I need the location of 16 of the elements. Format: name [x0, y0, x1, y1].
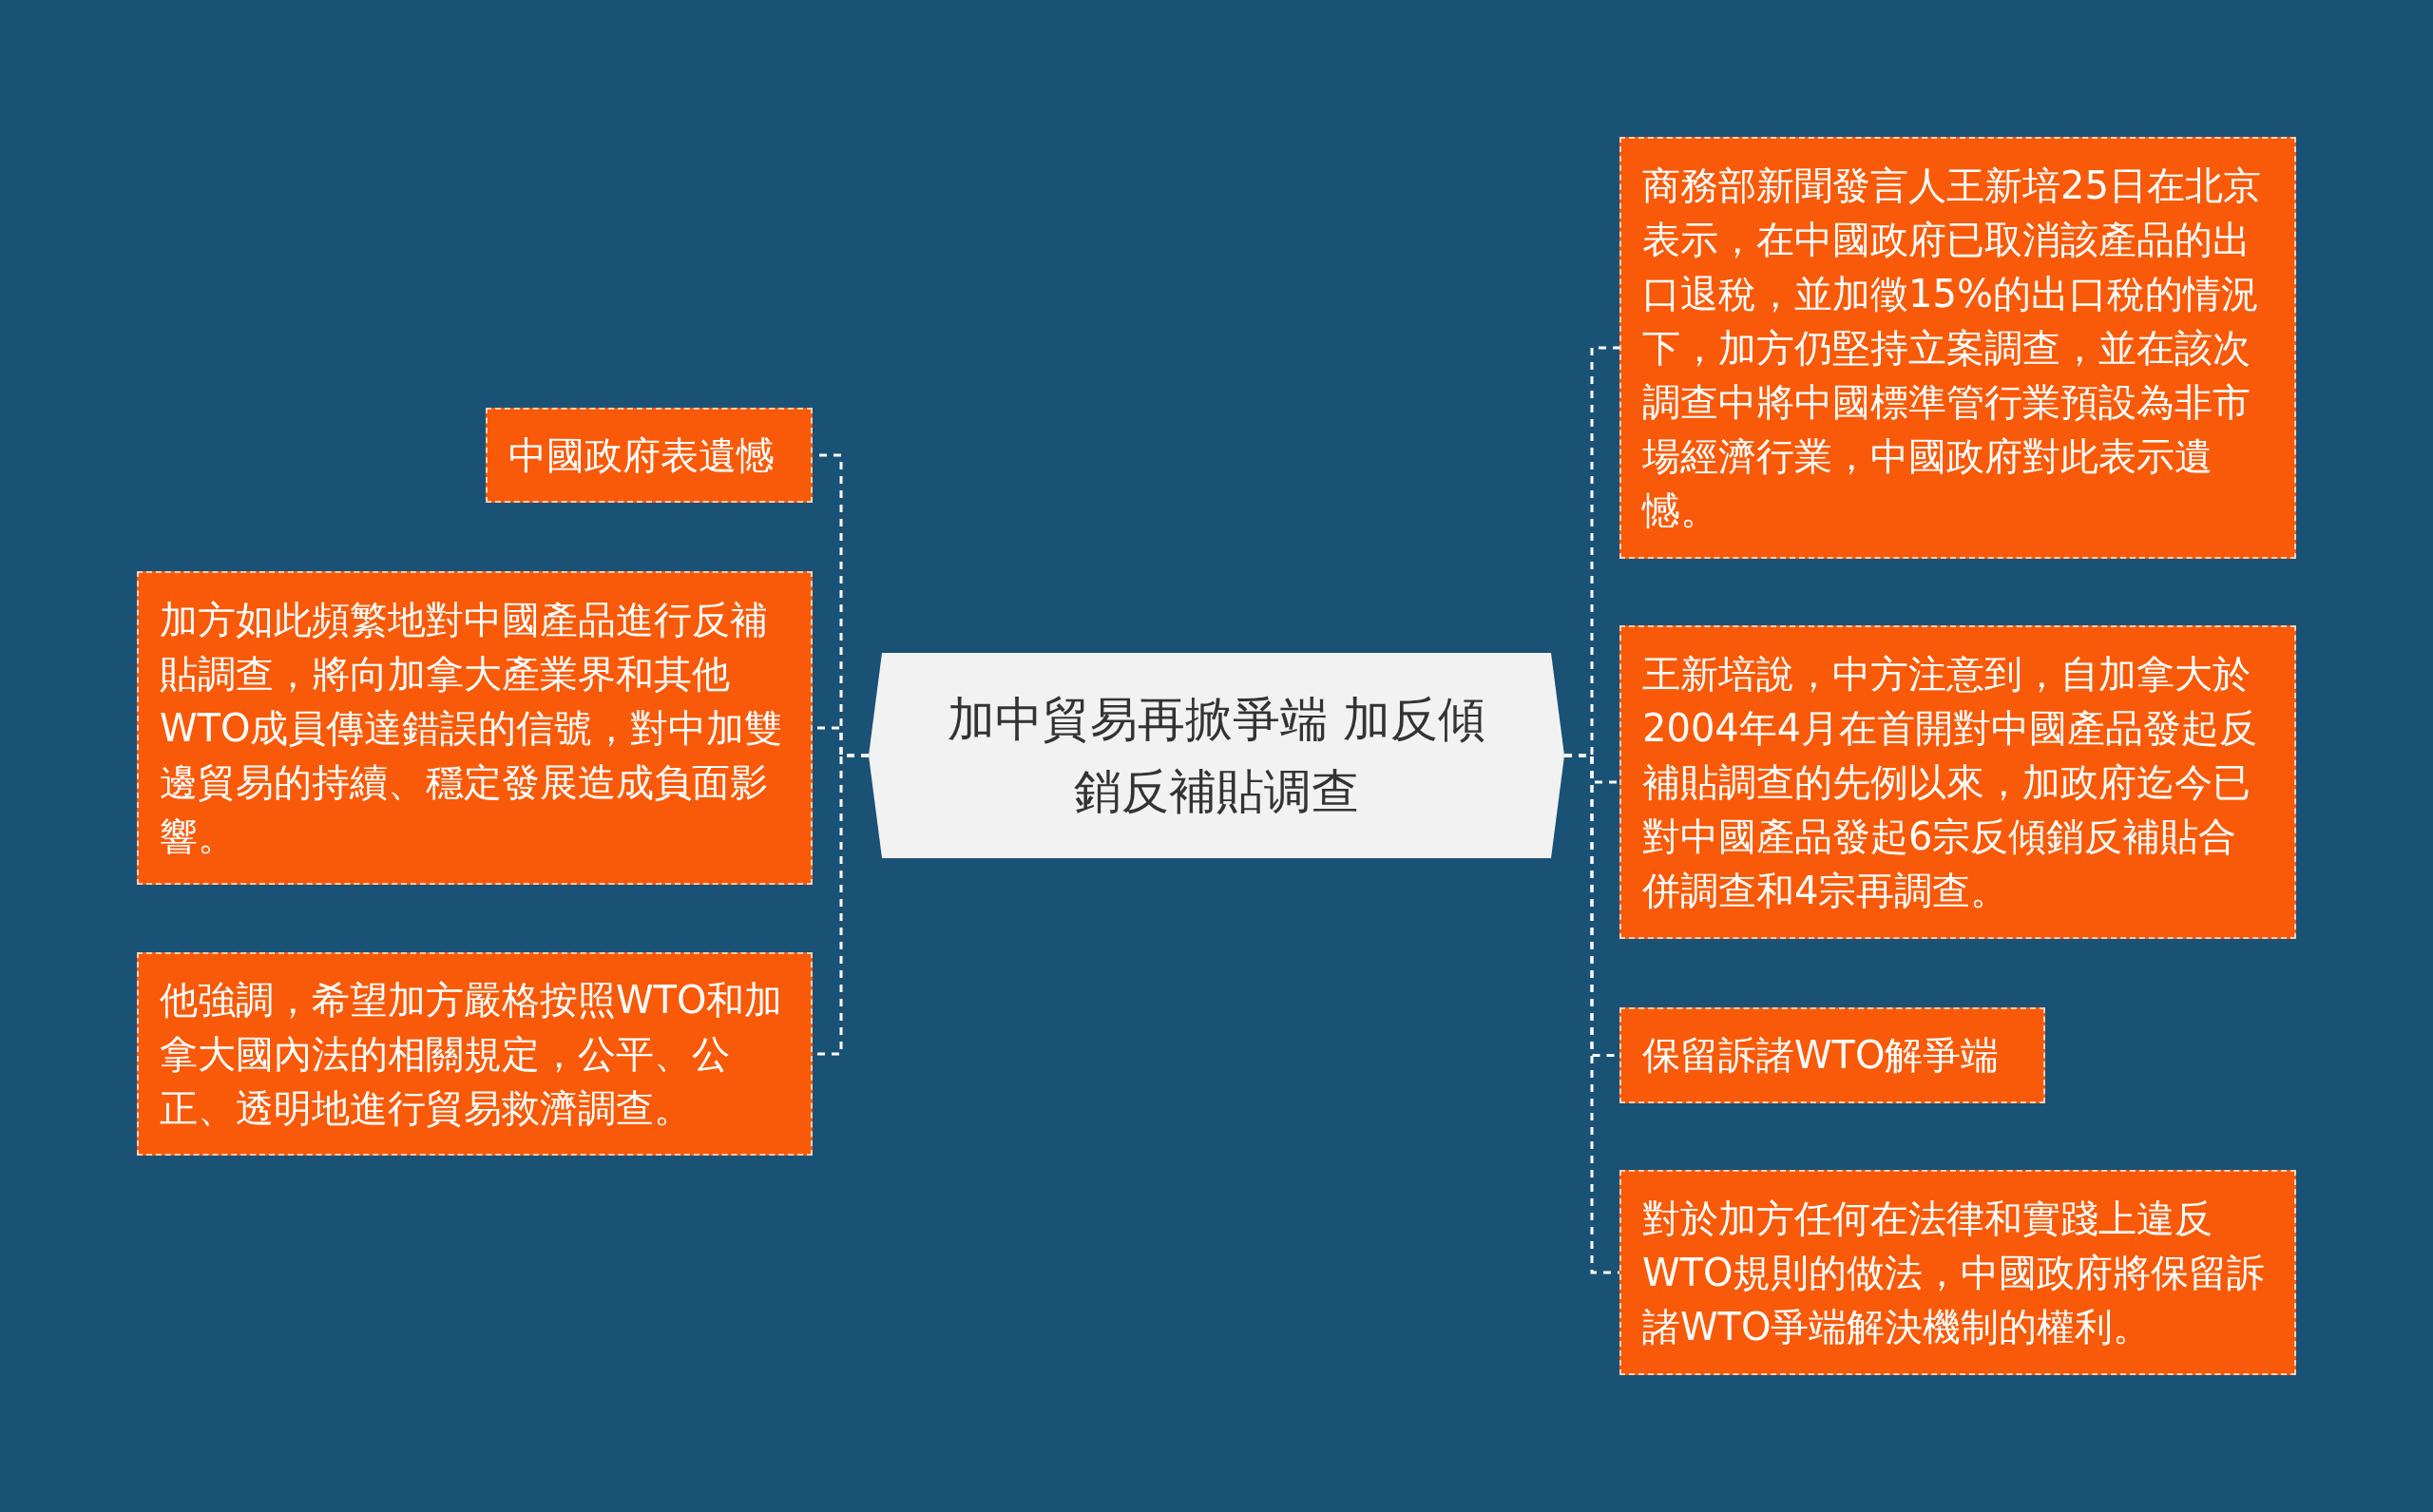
topic-box — [1619, 137, 2296, 559]
topic-box — [137, 952, 813, 1156]
node-text: 商務部新聞發言人王新培25日在北京表示，在中國政府已取消該產品的出口退稅，並加徵15%的出口稅的情況下，加方仍堅持立案調查，並在該次調查中將中國標準管行業預設為非市場經濟行業，中國政府對此表示遺憾。 — [1642, 162, 2262, 534]
connector-line — [1564, 754, 1619, 1274]
node-text: 加中貿易再掀爭端 加反傾銷反補貼调查 — [947, 691, 1486, 821]
topic-box — [1619, 1170, 2296, 1375]
topic-box — [1619, 625, 2296, 939]
topic-box — [486, 408, 813, 503]
node-text: 中國政府表遺憾 — [508, 431, 775, 479]
node-text: 加方如此頻繁地對中國產品進行反補貼調查，將向加拿大產業界和其他WTO成員傳達錯誤的信號，對中加雙邊貿易的持續、穩定發展造成負面影響。 — [160, 596, 784, 860]
topic-box — [137, 571, 813, 885]
node-text: 王新培說，中方注意到，自加拿大於2004年4月在首開對中國產品發起反補貼調查的先例以來，加政府迄今已對中國產品發起6宗反傾銷反補貼合併調查和4宗再調查。 — [1642, 650, 2259, 914]
node-text: 他強調，希望加方嚴格按照WTO和加拿大國內法的相關規定，公平、公正、透明地進行貿易救濟調查。 — [160, 976, 784, 1132]
topic-box — [1619, 1007, 2045, 1103]
node-text: 對於加方任何在法律和實踐上違反WTO規則的做法，中國政府將保留訴諸WTO爭端解決機制的權利。 — [1642, 1195, 2267, 1350]
node-text: 保留訴諸WTO解爭端 — [1642, 1032, 2000, 1079]
